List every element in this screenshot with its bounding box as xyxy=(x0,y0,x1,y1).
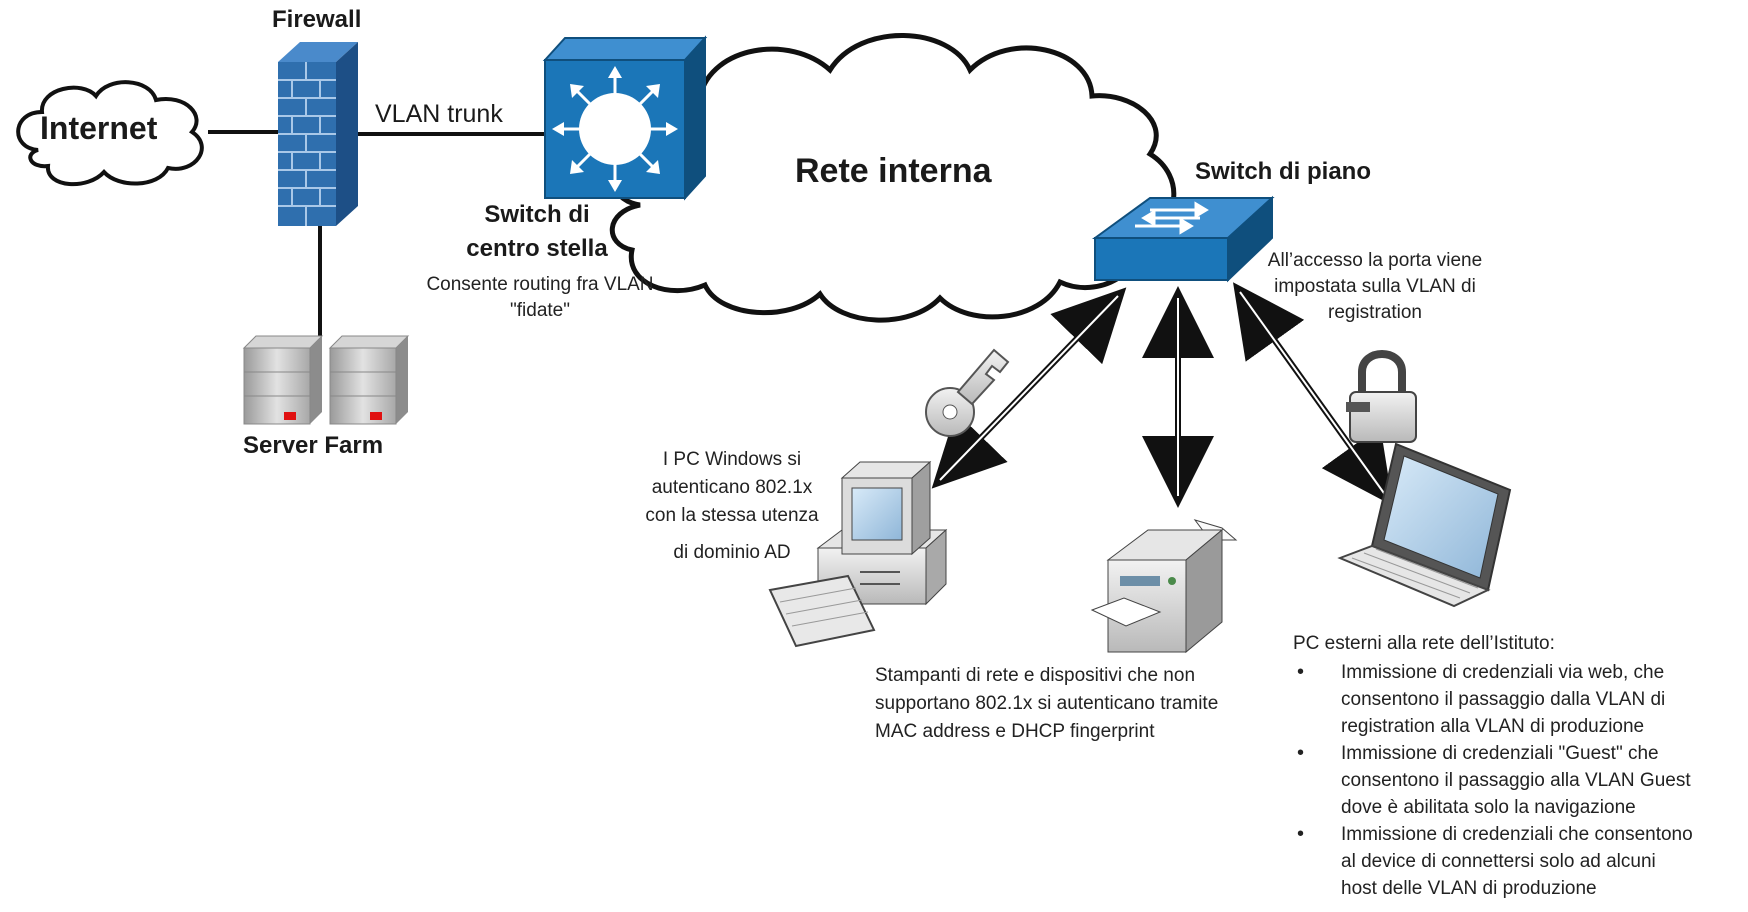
core-switch-note: Consente routing fra VLAN "fidate" xyxy=(426,274,654,321)
desktop-pc-icon xyxy=(768,460,948,648)
internet-cloud-icon xyxy=(16,80,204,186)
firewall-icon xyxy=(278,42,358,226)
windows-pc-note-domain: di dominio AD xyxy=(673,542,791,563)
internal-network-label: Rete interna xyxy=(795,152,992,190)
server-farm-label: Server Farm xyxy=(243,432,384,459)
vlan-trunk-label: VLAN trunk xyxy=(375,100,503,128)
windows-pc-note: I PC Windows si autenticano 802.1x con l… xyxy=(645,449,819,526)
floor-switch-icon xyxy=(1091,195,1275,283)
printer-note: Stampanti di rete e dispositivi che non … xyxy=(875,665,1219,742)
external-pc-notes: PC esterni alla rete dell’Istituto: Immi… xyxy=(1293,630,1743,902)
key-icon xyxy=(925,348,1010,437)
list-item: Immissione di credenziali via web, che c… xyxy=(1293,659,1743,740)
printer-icon xyxy=(1090,519,1238,654)
external-pc-title: PC esterni alla rete dell’Istituto: xyxy=(1293,633,1555,654)
internal-network-cloud xyxy=(609,33,1177,323)
internet-label: Internet xyxy=(40,110,158,146)
external-pc-list: Immissione di credenziali via web, che c… xyxy=(1293,659,1743,902)
core-switch-icon xyxy=(542,35,708,201)
floor-switch-note: All’accesso la porta viene impostata sul… xyxy=(1267,250,1483,323)
floor-switch-label: Switch di piano xyxy=(1195,158,1372,185)
auth-arrows xyxy=(931,282,1393,508)
core-switch-label: Switch di centro stella xyxy=(466,201,608,262)
server-farm-icon xyxy=(242,335,410,425)
padlock-icon xyxy=(1346,350,1417,443)
list-item: Immissione di credenziali che consentono… xyxy=(1293,821,1743,902)
connection-lines xyxy=(208,130,545,340)
laptop-icon xyxy=(1337,442,1512,608)
firewall-label: Firewall xyxy=(272,6,362,33)
arrow-pc-switch xyxy=(931,287,1127,489)
list-item: Immissione di credenziali "Guest" che co… xyxy=(1293,740,1743,821)
arrow-laptop-switch xyxy=(1233,282,1393,506)
